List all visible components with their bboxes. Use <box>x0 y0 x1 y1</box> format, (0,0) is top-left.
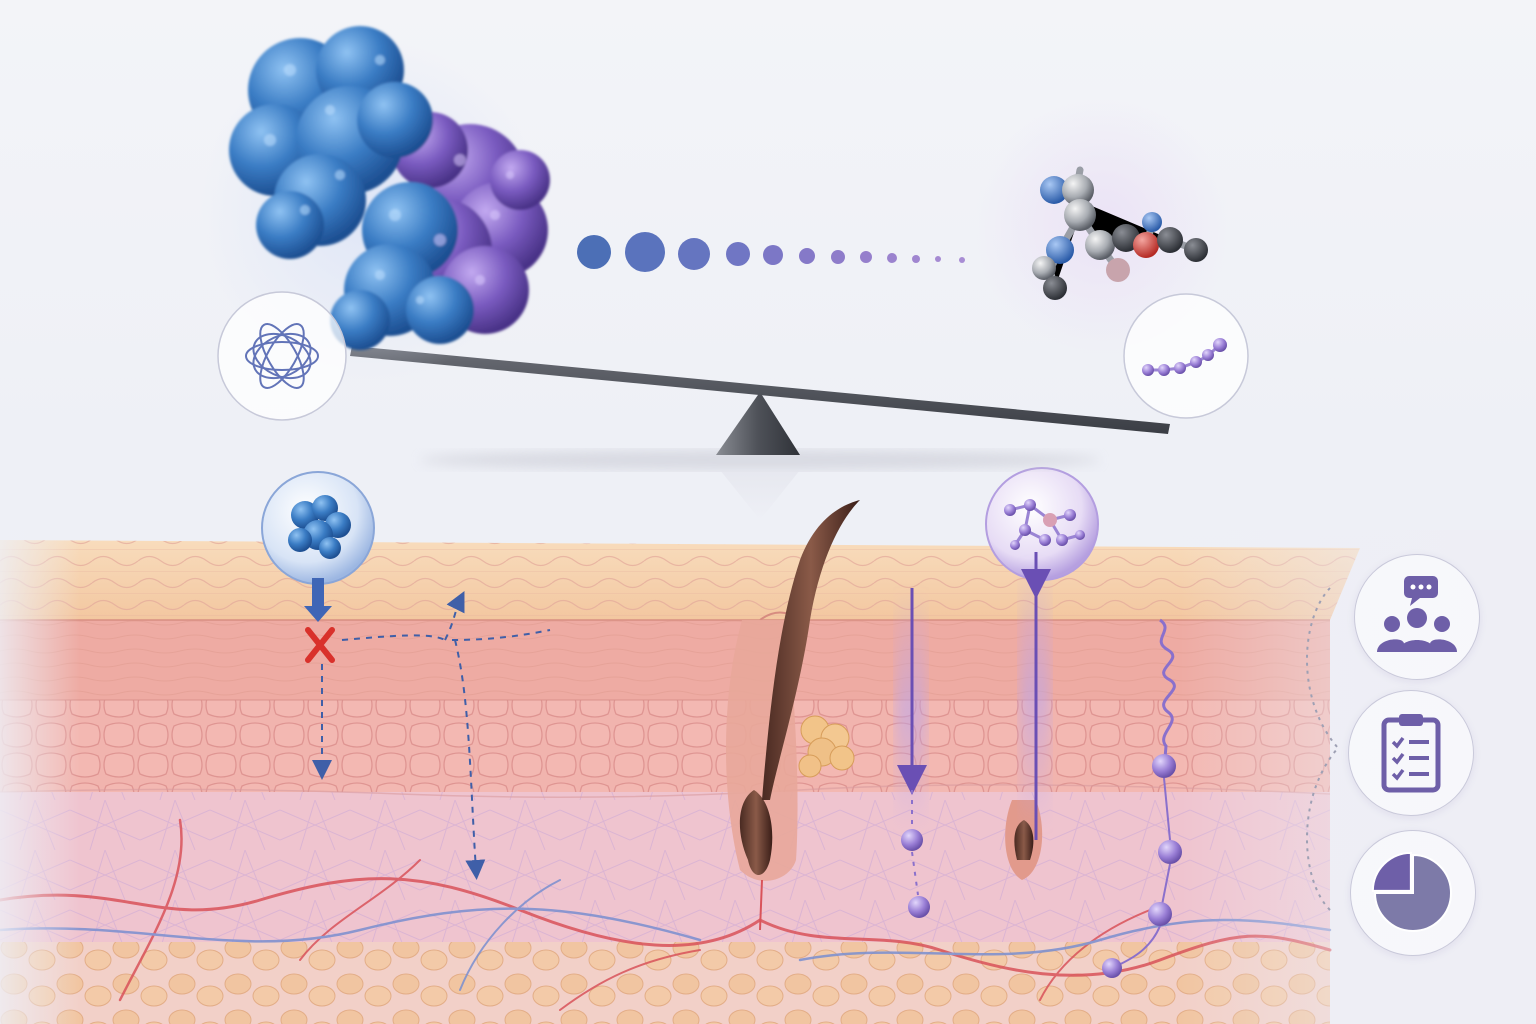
discussion-group-icon <box>1377 576 1457 652</box>
pie-slice <box>1373 853 1452 932</box>
molecule-chain-badge <box>1123 293 1249 419</box>
hair-follicle <box>726 500 860 931</box>
pie-chart-icon <box>1371 851 1452 932</box>
large-protein-complex <box>229 26 550 350</box>
protein-blue-subunit <box>229 26 474 350</box>
fulcrum <box>716 392 800 455</box>
balance-scale <box>350 346 1170 520</box>
small-molecule <box>1032 166 1208 300</box>
small-molecule-pathway <box>896 467 1182 978</box>
molecule-chain-icon <box>1142 338 1227 376</box>
hair-shaft <box>762 500 860 800</box>
protein-mini <box>288 495 351 559</box>
beam <box>350 346 1170 434</box>
checklist-clipboard-badge <box>1348 690 1474 816</box>
checklist-clipboard-icon <box>1381 714 1441 793</box>
atom-orbit-icon <box>245 323 319 389</box>
size-gradient-dots <box>577 232 965 272</box>
discussion-group-badge <box>1354 554 1480 680</box>
pie-slice <box>1371 851 1412 892</box>
sebaceous-gland <box>798 715 855 778</box>
skin-cross-section <box>0 540 1360 1024</box>
protein-barrier-pathway <box>261 471 551 880</box>
molecule-mini <box>1004 499 1085 550</box>
atom-orbit-badge <box>217 291 347 421</box>
blocked-cross-icon <box>305 627 335 663</box>
pie-chart-badge <box>1350 830 1476 956</box>
